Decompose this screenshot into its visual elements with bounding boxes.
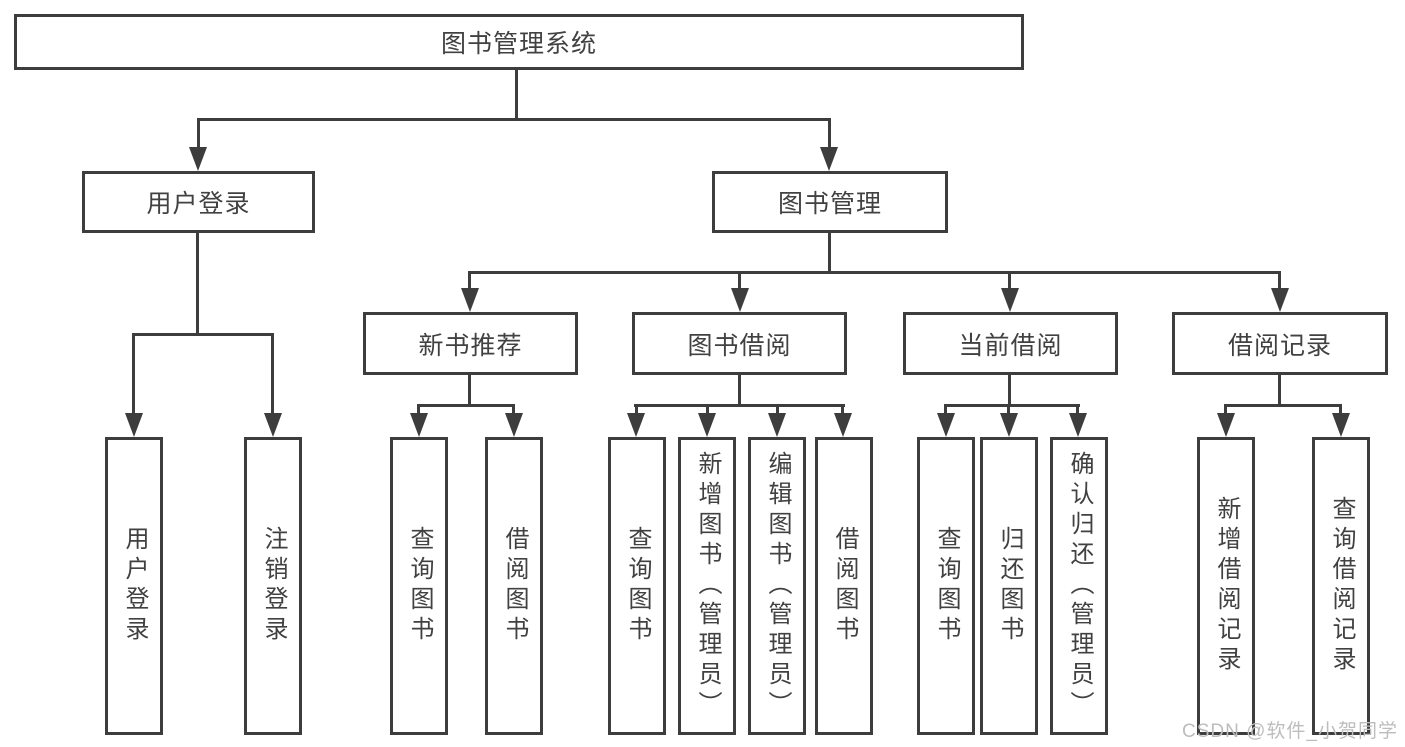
connector-stem [417,404,420,416]
leaf-label: 查询图书 [406,526,433,646]
connector-stem [197,118,200,148]
connector-recommend-rail [417,404,515,407]
leaf-label: 借阅图书 [501,526,528,646]
arrowhead [1271,288,1289,312]
leaf-label: 用户登录 [121,526,148,646]
node-book-management-label: 图书管理 [777,190,882,218]
connector-stem [776,404,779,416]
arrowhead [937,413,955,437]
connector-recommend-trunk [468,375,471,406]
connector-level2-rail [468,271,1281,274]
connector-user-login-trunk [196,233,199,335]
leaf-label: 查询图书 [624,526,651,646]
leaf-label: 新增借阅记录 [1213,496,1240,676]
node-book-management: 图书管理 [712,171,948,233]
connector-stem [512,404,515,416]
leaf-label: 确认归还（管理员） [1066,451,1093,721]
arrowhead [1217,413,1235,437]
node-user-login-label: 用户登录 [146,190,251,218]
leaf-borrow-books: 借阅图书 [815,437,873,735]
connector-stem [468,271,471,293]
leaf-label: 新增图书（管理员） [694,451,721,721]
connector-stem [635,404,638,416]
connector-stem [1278,271,1281,293]
connector-book-management-trunk [828,233,831,273]
leaf-borrow-books-recommend: 借阅图书 [485,437,543,735]
node-borrow-records-label: 借阅记录 [1227,331,1332,360]
arrowhead [768,413,786,437]
leaf-edit-book-admin: 编辑图书（管理员） [748,437,806,735]
arrowhead [264,413,282,437]
arrowhead [125,413,143,437]
connector-stem [841,404,844,416]
arrowhead [1000,413,1018,437]
node-new-book-recommend-label: 新书推荐 [418,331,523,360]
connector-stem [738,271,741,293]
connector-current-rail [944,404,1080,407]
leaf-confirm-return-admin: 确认归还（管理员） [1050,437,1108,735]
arrowhead [834,413,852,437]
node-new-book-recommend: 新书推荐 [363,312,578,375]
arrowhead [410,413,428,437]
connector-user-login-rail [132,333,274,336]
node-book-borrow: 图书借阅 [632,312,847,375]
node-current-borrow-label: 当前借阅 [958,331,1063,360]
connector-records-trunk [1278,375,1281,406]
leaf-label: 借阅图书 [831,526,858,646]
connector-stem [1076,404,1079,416]
leaf-query-borrow-record: 查询借阅记录 [1312,437,1370,735]
arrowhead [189,147,207,171]
connector-current-trunk [1008,375,1011,406]
connector-stem [271,333,274,415]
connector-borrow-rail [634,404,845,407]
node-current-borrow: 当前借阅 [903,312,1118,375]
arrowhead [627,413,645,437]
leaf-query-books-borrow: 查询图书 [608,437,666,735]
connector-records-rail [1224,404,1342,407]
connector-stem [944,404,947,416]
leaf-label: 归还图书 [996,526,1023,646]
arrowhead [820,147,838,171]
leaf-label: 查询图书 [933,526,960,646]
connector-root-trunk [515,70,518,120]
leaf-label: 查询借阅记录 [1328,496,1355,676]
connector-level1-rail [197,118,831,121]
node-borrow-records: 借阅记录 [1172,312,1388,375]
node-book-borrow-label: 图书借阅 [687,331,792,360]
leaf-label: 编辑图书（管理员） [764,451,791,721]
arrowhead [1069,413,1087,437]
arrowhead [1332,413,1350,437]
connector-stem [132,333,135,415]
arrowhead [461,288,479,312]
node-root: 图书管理系统 [14,14,1024,70]
leaf-add-borrow-record: 新增借阅记录 [1197,437,1255,735]
leaf-add-book-admin: 新增图书（管理员） [678,437,736,735]
arrowhead [698,413,716,437]
connector-stem [1007,404,1010,416]
node-root-label: 图书管理系统 [440,30,597,58]
leaf-user-login: 用户登录 [105,437,163,735]
connector-borrow-trunk [738,375,741,406]
connector-stem [828,118,831,148]
node-user-login: 用户登录 [82,171,315,233]
leaf-query-books-current: 查询图书 [917,437,975,735]
connector-stem [1008,271,1011,293]
arrowhead [731,288,749,312]
watermark: CSDN @软件_小贺同学 [1182,721,1398,742]
arrowhead [505,413,523,437]
connector-stem [1224,404,1227,416]
leaf-query-books-recommend: 查询图书 [390,437,448,735]
connector-stem [1339,404,1342,416]
leaf-return-books: 归还图书 [980,437,1038,735]
leaf-label: 注销登录 [260,526,287,646]
leaf-logout: 注销登录 [244,437,302,735]
connector-stem [706,404,709,416]
arrowhead [1001,288,1019,312]
